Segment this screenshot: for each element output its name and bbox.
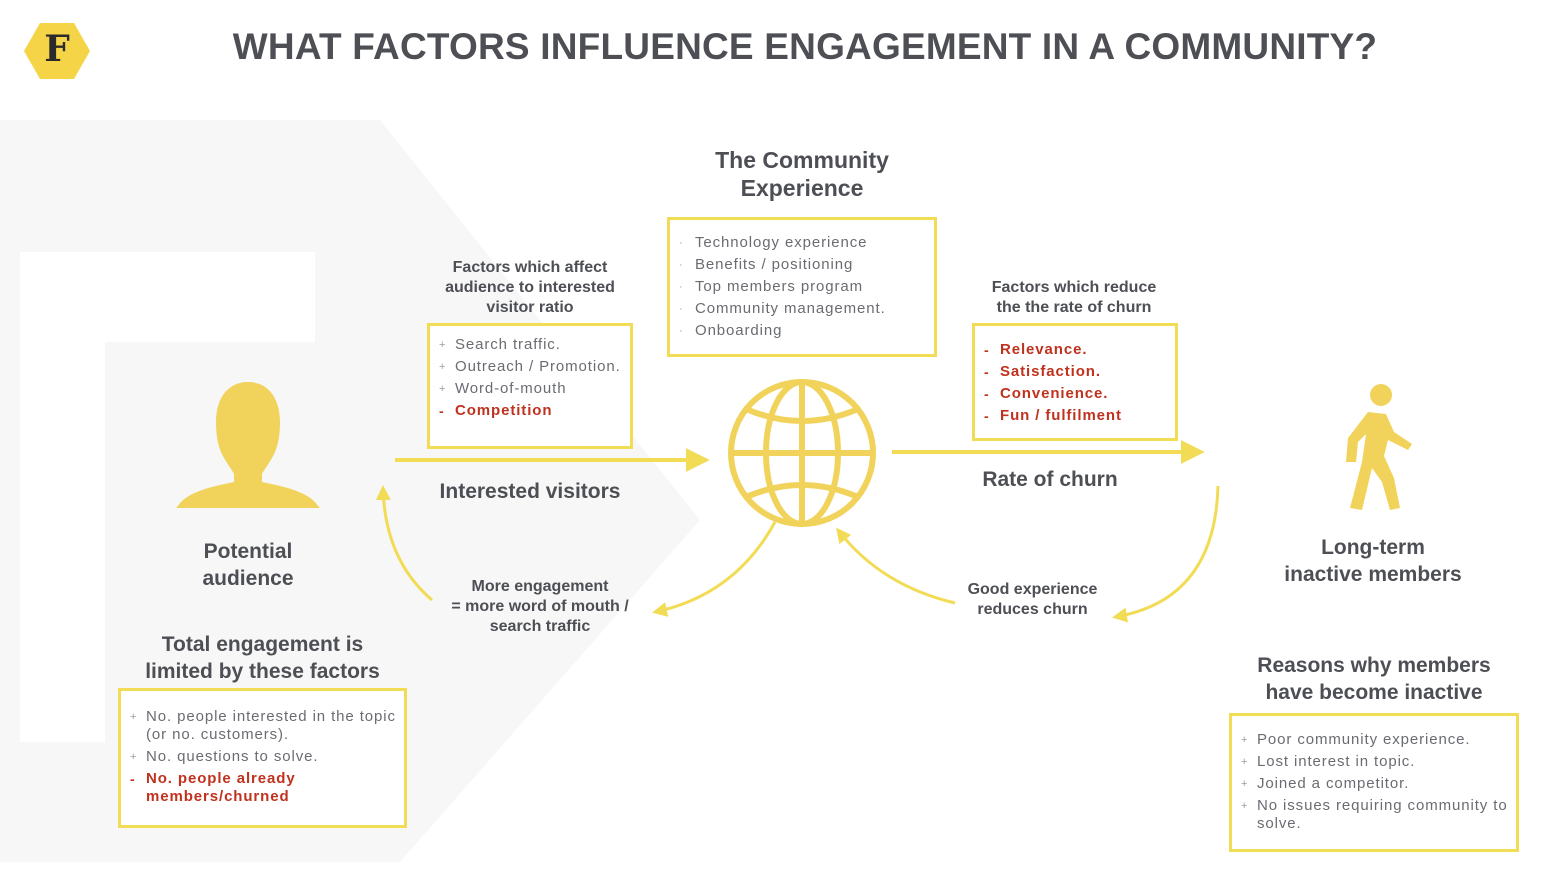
- experience-item: ·Community management.: [679, 300, 886, 317]
- limit-item: -No. people already members/churned: [130, 770, 296, 805]
- visitor-factor-item: -Competition: [439, 402, 553, 419]
- potential-audience-label: Potential audience: [202, 540, 294, 590]
- interested-visitors-label: Interested visitors: [439, 480, 621, 503]
- inactive-reason-item: +Joined a competitor.: [1241, 775, 1410, 792]
- experience-item: ·Benefits / positioning: [679, 256, 854, 273]
- experience-return-arrow: [836, 527, 956, 605]
- visitor-factors-heading: Factors which affect audience to interes…: [445, 259, 615, 316]
- churn-factors-heading: Factors which reduce the the rate of chu…: [991, 279, 1157, 316]
- page-title: WHAT FACTORS INFLUENCE ENGAGEMENT IN A C…: [232, 26, 1378, 67]
- engagement-feedback-label: More engagement = more word of mouth / s…: [451, 578, 629, 635]
- inactive-reasons-box: +Poor community experience. +Lost intere…: [1229, 713, 1519, 852]
- inactive-reason-item: +Lost interest in topic.: [1241, 753, 1416, 770]
- logo-hexagon-icon: [24, 23, 90, 79]
- churn-feedback-label: Good experience reduces churn: [967, 581, 1098, 618]
- inactive-reason-item: +No issues requiring community to solve.: [1241, 797, 1508, 832]
- experience-item: ·Technology experience: [679, 234, 868, 251]
- engagement-feedback-arrow: [375, 485, 433, 602]
- person-icon: [176, 382, 320, 508]
- churn-factor-item: -Fun / fulfilment: [984, 407, 1122, 424]
- inactive-reasons-heading: Reasons why members have become inactive: [1257, 654, 1491, 704]
- experience-to-feedback-arrow: [652, 521, 777, 617]
- experience-item: ·Top members program: [679, 278, 863, 295]
- inactive-members-label: Long-term inactive members: [1284, 536, 1462, 586]
- churn-factor-item: -Satisfaction.: [984, 363, 1101, 380]
- community-experience-box: ·Technology experience ·Benefits / posit…: [667, 217, 937, 357]
- churn-factors-box: -Relevance. -Satisfaction. -Convenience.…: [972, 323, 1178, 441]
- experience-item: ·Onboarding: [679, 322, 783, 339]
- logo-hexagon: [24, 23, 90, 79]
- rate-of-churn-label: Rate of churn: [982, 468, 1118, 491]
- churn-factor-item: -Convenience.: [984, 385, 1109, 402]
- visitor-factors-box: +Search traffic. +Outreach / Promotion. …: [427, 323, 633, 449]
- walking-person-icon: [1346, 384, 1412, 510]
- limit-item: +No. questions to solve.: [130, 748, 319, 765]
- limits-box: +No. people interested in the topic (or …: [118, 688, 407, 828]
- visitor-factor-item: +Search traffic.: [439, 336, 561, 353]
- visitor-factor-item: +Outreach / Promotion.: [439, 358, 621, 375]
- churn-factor-item: -Relevance.: [984, 341, 1088, 358]
- visitor-factor-item: +Word-of-mouth: [439, 380, 567, 397]
- limits-heading: Total engagement is limited by these fac…: [145, 633, 380, 683]
- inactive-reason-item: +Poor community experience.: [1241, 731, 1471, 748]
- logo-letter: F: [44, 28, 70, 70]
- community-experience-heading: The Community Experience: [715, 147, 889, 201]
- limit-item: +No. people interested in the topic (or …: [130, 708, 396, 743]
- churn-feedback-arrow: [1112, 485, 1220, 623]
- globe-icon: [728, 379, 876, 527]
